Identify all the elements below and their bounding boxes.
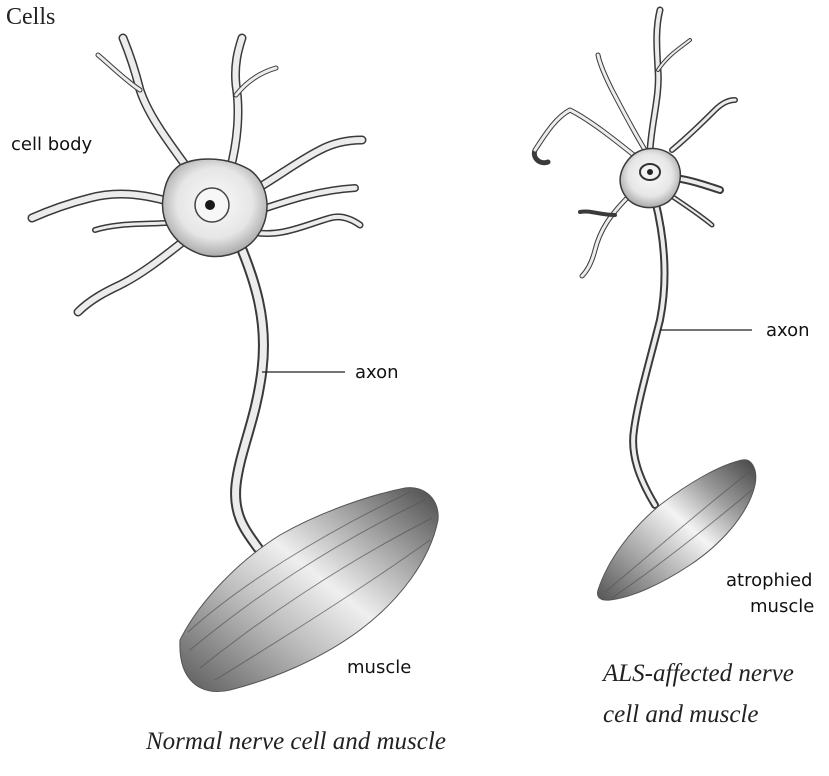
als-nerve-cell <box>534 10 755 600</box>
nucleolus <box>205 200 215 210</box>
als-dendrites <box>534 10 735 276</box>
atrophied-label-line2: muscle <box>750 596 814 619</box>
axon-label: axon <box>355 362 399 385</box>
atrophied-label-line1: atrophied <box>726 570 812 593</box>
als-caption-line1: ALS-affected nerve <box>603 654 794 694</box>
muscle-label: muscle <box>347 657 411 680</box>
cell-body-label: cell body <box>11 134 92 157</box>
normal-caption: Normal nerve cell and muscle <box>146 722 446 762</box>
als-axon <box>633 200 664 505</box>
als-axon-label: axon <box>766 320 810 343</box>
als-caption-line2: cell and muscle <box>603 695 759 735</box>
